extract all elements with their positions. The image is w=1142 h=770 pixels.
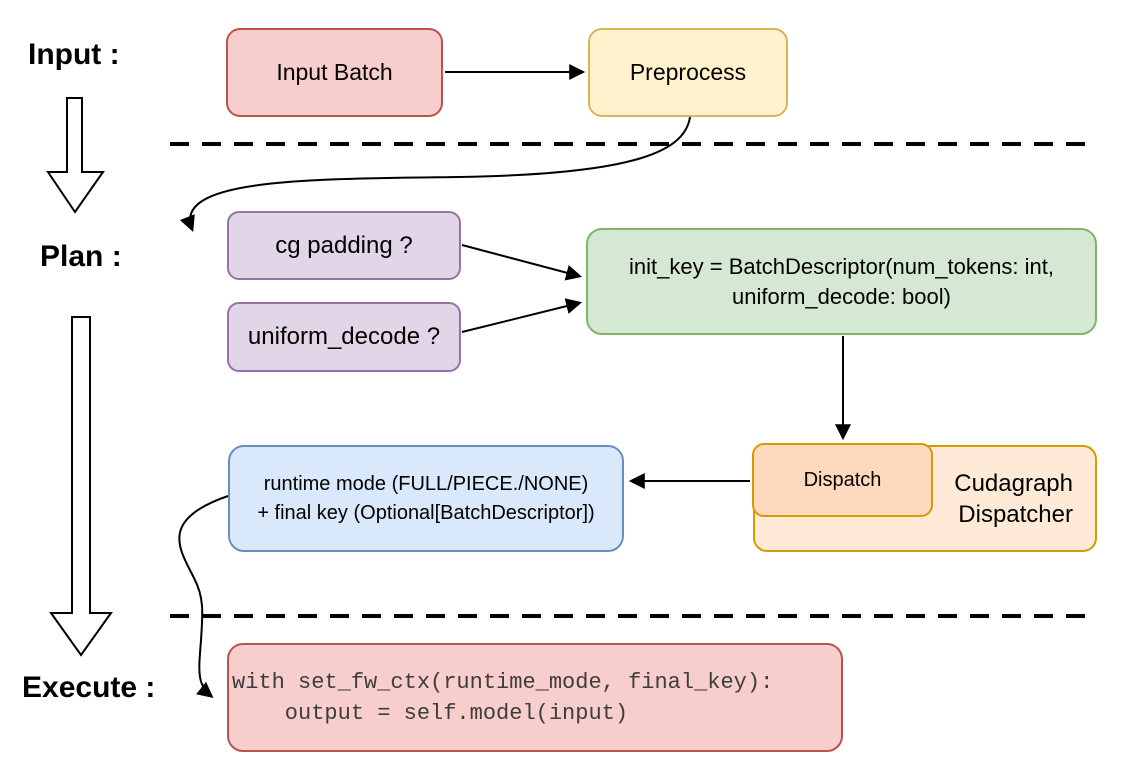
connector-runtime-mode-to-execute-code [178,495,229,699]
execute-code-line2: output = self.model(input) [232,700,629,726]
dispatch-label: Dispatch [803,469,882,491]
uniform-decode-node: uniform_decode ? [227,302,461,372]
execute-code-node: with set_fw_ctx(runtime_mode, final_key)… [227,643,843,752]
runtime-mode-node: runtime mode (FULL/PIECE./NONE) + final … [228,445,624,552]
preprocess-label: Preprocess [629,58,747,85]
init-key-line1: init_key = BatchDescriptor(num_tokens: i… [629,253,1054,279]
stage-label-execute: Execute : [22,671,156,704]
init-key-line2: uniform_decode: bool) [732,283,951,309]
cg-padding-label: cg padding ? [275,231,413,259]
runtime-mode-line1: runtime mode (FULL/PIECE./NONE) [263,472,589,495]
connector-cg-padding-to-init-key [461,244,583,281]
input-batch-label: Input Batch [276,58,393,85]
stage-label-plan: Plan : [40,240,122,273]
uniform-decode-label: uniform_decode ? [247,323,441,351]
execute-code-line1: with set_fw_ctx(runtime_mode, final_key)… [232,669,774,695]
input-stage-arrow [46,97,105,214]
cudagraph-dispatcher-line1: Cudagraph [954,469,1073,497]
preprocess-node: Preprocess [588,28,788,117]
stage-label-input: Input : [28,38,120,71]
cudagraph-dispatcher-line2: Dispatcher [958,500,1073,528]
cg-padding-node: cg padding ? [227,211,461,280]
init-key-node: init_key = BatchDescriptor(num_tokens: i… [586,228,1097,335]
plan-stage-arrow [49,316,113,657]
runtime-mode-line2: + final key (Optional[BatchDescriptor]) [257,501,595,524]
dispatch-node: Dispatch [752,443,933,517]
input-batch-node: Input Batch [226,28,443,117]
connector-uniform-decode-to-init-key [461,298,583,333]
